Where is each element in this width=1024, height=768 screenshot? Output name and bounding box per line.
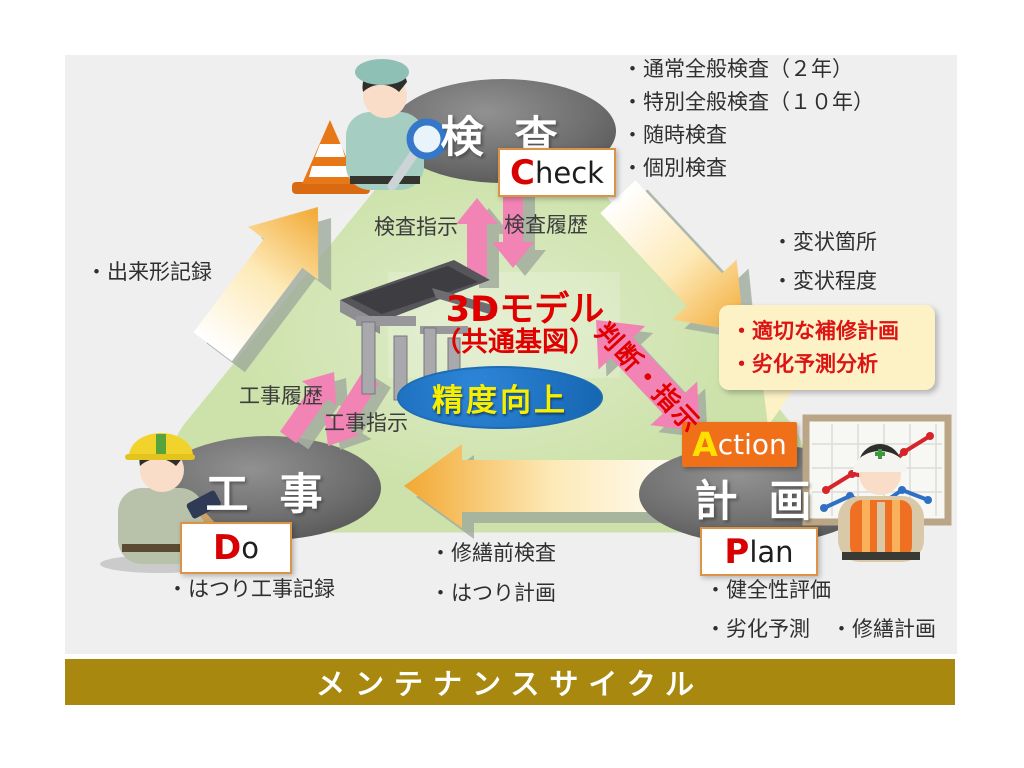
deformation-list: ・変状箇所 ・変状程度 bbox=[772, 230, 877, 294]
work-history-arrow bbox=[279, 372, 337, 444]
work-record-label: ・はつり工事記録 bbox=[167, 577, 335, 601]
magnifier-icon bbox=[387, 118, 448, 191]
note-item: ・適切な補修計画 bbox=[731, 319, 899, 343]
judgement-double-arrow bbox=[596, 320, 700, 432]
footer-title: メンテナンスサイクル bbox=[316, 667, 704, 701]
arrow-construction-to-inspection bbox=[193, 207, 319, 362]
pre-repair-list: ・修繕前検査 ・はつり計画 bbox=[430, 541, 556, 606]
do-label-initial: D bbox=[213, 528, 242, 568]
planner-worker-illustration bbox=[802, 414, 952, 562]
inspect-history-arrow bbox=[492, 188, 534, 268]
check-label-initial: C bbox=[510, 152, 535, 193]
inspect-history-label: 検査履歴 bbox=[504, 213, 588, 237]
list-item: ・通常全般検査（２年） bbox=[622, 57, 853, 81]
plan-node-title: 計 画 bbox=[694, 477, 820, 527]
action-label-initial: A bbox=[692, 425, 718, 464]
inspection-types-list: ・通常全般検査（２年） ・特別全般検査（１０年） ・随時検査 ・個別検査 bbox=[622, 57, 874, 189]
work-instruction-label: 工事指示 bbox=[324, 411, 408, 435]
model-title: 3Dモデル bbox=[445, 290, 605, 330]
list-item: ・修繕前検査 bbox=[430, 541, 556, 565]
accuracy-badge: 精度向上 bbox=[397, 366, 603, 429]
list-item: ・変状程度 bbox=[772, 269, 877, 293]
traffic-cone-icon bbox=[292, 120, 370, 194]
model-subtitle: （共通基図） bbox=[434, 327, 596, 358]
footer-title-bar: メンテナンスサイクル bbox=[65, 659, 955, 705]
list-item: ・特別全般検査（１０年） bbox=[622, 90, 874, 114]
list-item: ・健全性評価 bbox=[705, 578, 831, 602]
as-built-record-label: ・出来形記録 bbox=[86, 260, 212, 284]
plan-outputs-list: ・健全性評価 ・劣化予測 ・修繕計画 bbox=[705, 578, 936, 642]
action-label-rest: ction bbox=[717, 428, 787, 461]
construction-node-title: 工 事 bbox=[205, 470, 331, 520]
list-item: ・はつり計画 bbox=[430, 581, 556, 605]
inspector-worker-illustration bbox=[292, 59, 448, 194]
arrow-inspection-to-plan bbox=[600, 180, 744, 332]
list-item: ・個別検査 bbox=[622, 156, 727, 180]
note-item: ・劣化予測分析 bbox=[731, 351, 878, 376]
inspect-instruction-label: 検査指示 bbox=[374, 215, 458, 239]
plan-label-initial: P bbox=[724, 531, 750, 572]
list-item: ・劣化予測 ・修繕計画 bbox=[705, 617, 936, 641]
plan-label-rest: lan bbox=[749, 534, 794, 569]
highlight-note-box: ・適切な補修計画 ・劣化予測分析 bbox=[719, 305, 935, 391]
inspect-instruction-arrow bbox=[456, 198, 498, 278]
work-history-label: 工事履歴 bbox=[239, 384, 323, 408]
list-item: ・随時検査 bbox=[622, 123, 727, 147]
arrow-plan-to-construction bbox=[404, 444, 704, 528]
do-label-rest: o bbox=[241, 531, 259, 565]
check-label-rest: heck bbox=[534, 155, 604, 190]
list-item: ・変状箇所 bbox=[772, 230, 877, 254]
construction-node-ellipse bbox=[155, 436, 381, 540]
